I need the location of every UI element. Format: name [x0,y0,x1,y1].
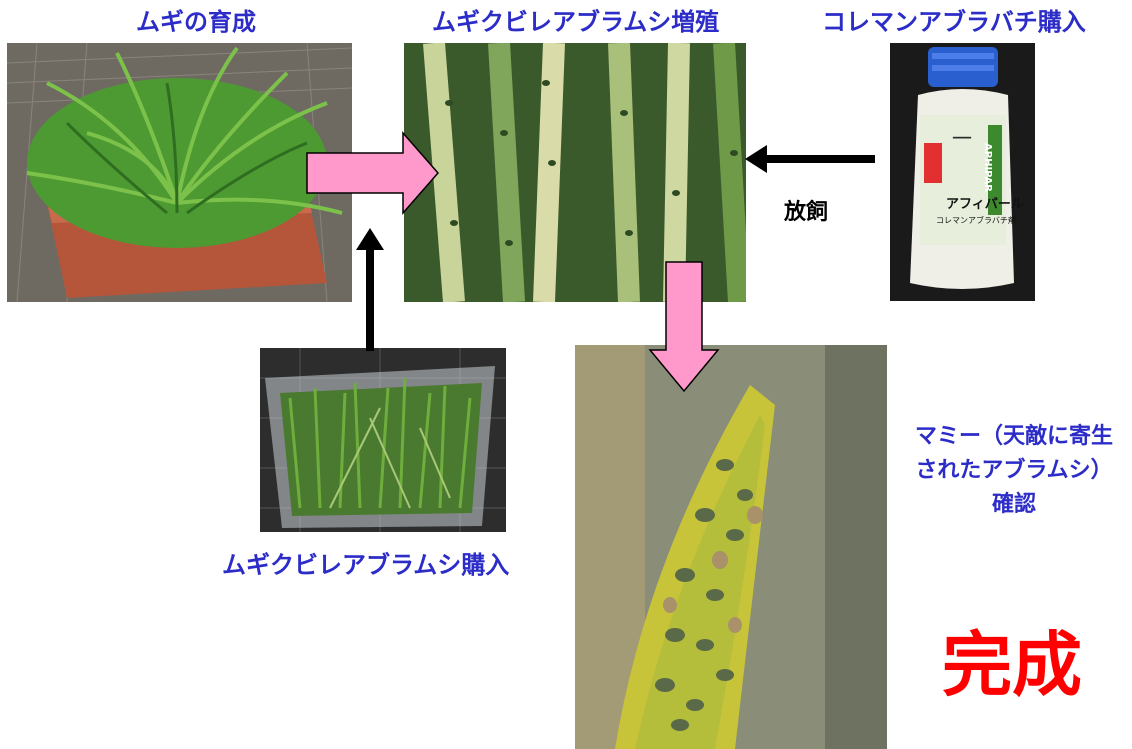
black-arrow-left [745,144,875,174]
pink-arrow-right [305,131,440,215]
aphid-breeding-label: ムギクビレアブラムシ増殖 [432,8,720,36]
mummy-leaf-photo [575,345,887,749]
pink-arrow-down [648,260,720,393]
wheat-growing-photo [7,43,352,302]
mummy-line-2: されたアブラムシ） [915,458,1113,483]
product-brand-latin: APHIPAR [982,143,993,193]
complete-label: 完成 [942,624,1082,706]
wasp-purchase-label: コレマンアブラバチ購入 [822,8,1086,36]
release-label: 放飼 [784,200,829,225]
product-subtitle: コレマンアブラバチ剤 [936,216,1016,225]
product-bottle-photo: ━━━ アフィパール APHIPAR コレマンアブラバチ剤 [890,43,1035,301]
aphid-breeding-photo [404,43,746,302]
wheat-growing-label: ムギの育成 [136,8,256,36]
mummy-line-1: マミー（天敵に寄生 [914,424,1113,449]
aphid-purchase-label: ムギクビレアブラムシ購入 [222,551,510,579]
mummy-confirmation-text: マミー（天敵に寄生 されたアブラムシ） 確認 [904,420,1124,522]
mummy-line-3: 確認 [991,492,1036,517]
aphid-purchase-photo [260,348,506,532]
product-brand-label: アフィパール [946,197,1024,212]
svg-text:━━━: ━━━ [952,133,972,144]
black-arrow-up [355,228,385,351]
